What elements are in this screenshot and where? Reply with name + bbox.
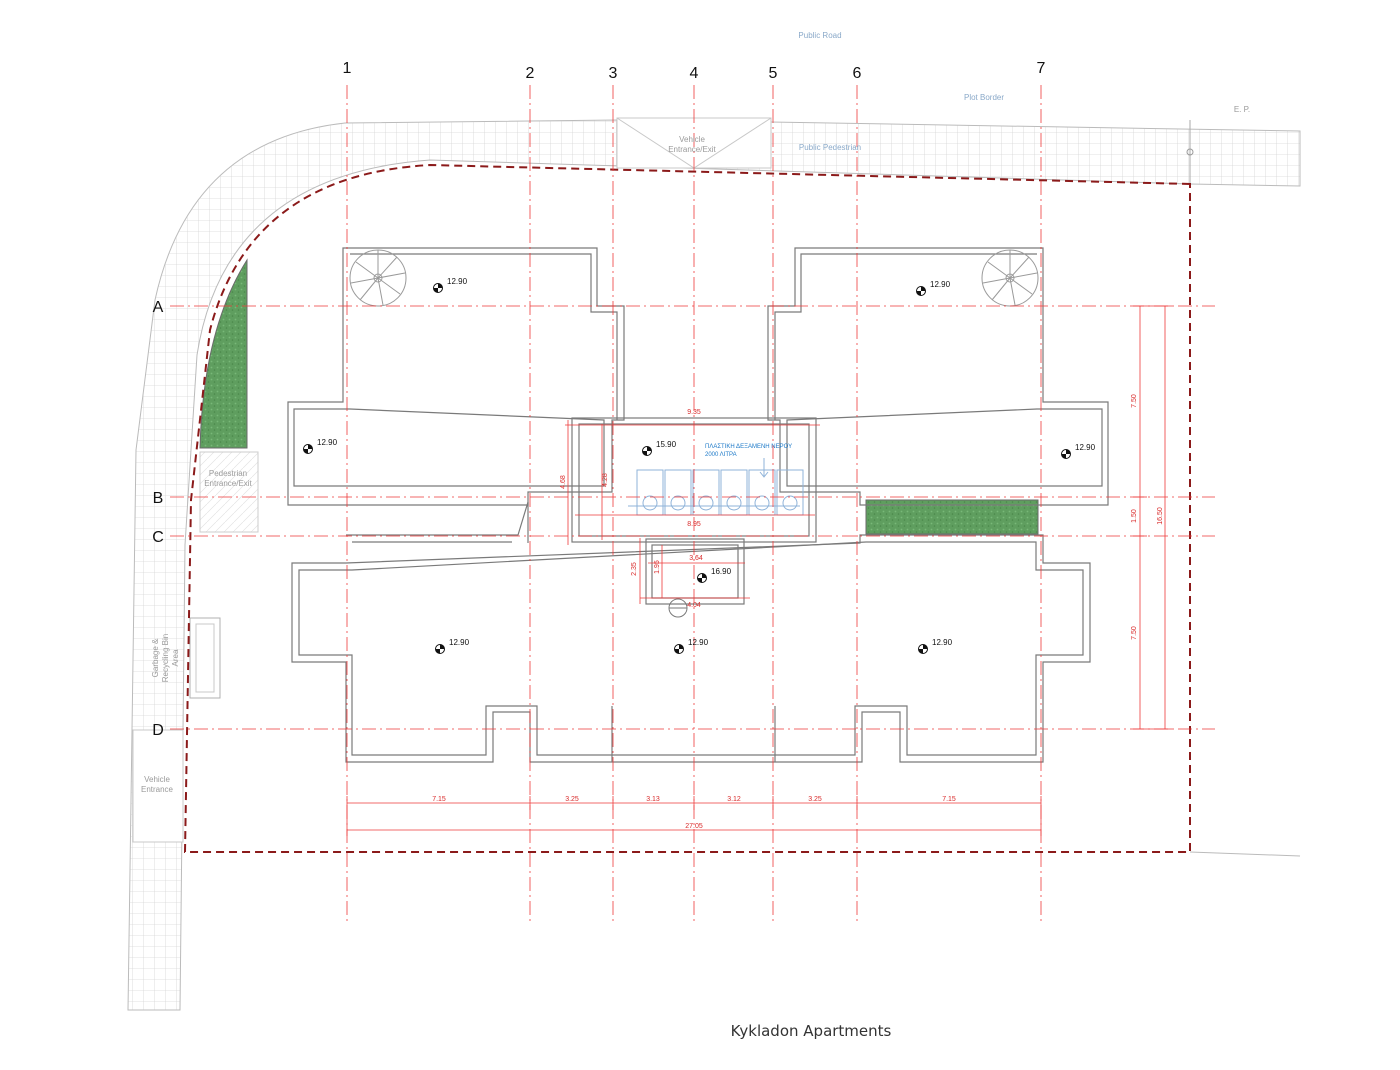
water-tank-note: ΠΛΑΣΤΙΚΗ ΔΕΞΑΜΕΝΗ ΝΕΡΟΥ 2000 ΛΙΤΡΑ bbox=[705, 444, 792, 458]
level-value: 15.90 bbox=[656, 440, 677, 449]
level-marker: 15.90 bbox=[642, 440, 677, 456]
plot-border-label: Plot Border bbox=[964, 93, 1004, 102]
dim-right-span: 1.50 bbox=[1131, 509, 1138, 523]
green-bed-east bbox=[865, 499, 1039, 535]
level-value: 12.90 bbox=[932, 638, 953, 647]
spiral-stair-west bbox=[349, 249, 407, 307]
vehicle-entrance-line2: Entrance bbox=[141, 785, 174, 794]
drawing-title: Kykladon Apartments bbox=[730, 1022, 892, 1040]
dim-tank-inner-width: 8.95 bbox=[687, 521, 701, 528]
level-marker: 12.90 bbox=[433, 277, 468, 293]
dim-bottom-span: 3.13 bbox=[646, 796, 660, 803]
grid-row-c: C bbox=[152, 529, 164, 546]
dim-tank-height: 4.68 bbox=[560, 475, 567, 489]
level-value: 12.90 bbox=[930, 280, 951, 289]
dimension-lines bbox=[346, 305, 1172, 836]
grid-col-6: 6 bbox=[853, 65, 862, 82]
level-marker: 16.90 bbox=[697, 567, 732, 583]
spiral-stair-east bbox=[981, 249, 1039, 307]
dim-bottom-span: 3.25 bbox=[808, 796, 822, 803]
public-road-label: Public Road bbox=[798, 31, 841, 40]
level-value: 12.90 bbox=[317, 438, 338, 447]
level-value: 12.90 bbox=[1075, 443, 1096, 452]
public-pedestrian-label: Public Pedestrian bbox=[799, 143, 861, 152]
pedestrian-entrance-line1: Pedestrian bbox=[209, 469, 247, 478]
grid-col-5: 5 bbox=[769, 65, 778, 82]
pedestrian-entrance-line2: Entrance/Exit bbox=[204, 479, 252, 488]
dim-tank-width: 9.35 bbox=[687, 409, 701, 416]
water-tanks bbox=[628, 458, 804, 516]
dim-bottom-span: 3.12 bbox=[727, 796, 741, 803]
stair-hatch bbox=[668, 598, 688, 618]
site-annotations: Public Road Plot Border Public Pedestria… bbox=[141, 31, 1250, 794]
grid-col-1: 1 bbox=[343, 60, 352, 77]
dim-bottom-total: 27.05 bbox=[685, 823, 703, 830]
grid-row-d: D bbox=[152, 722, 164, 739]
dim-stair-width: 3.64 bbox=[689, 555, 703, 562]
dim-right-span: 7.50 bbox=[1131, 626, 1138, 640]
dim-bottom-span: 3.25 bbox=[565, 796, 579, 803]
water-tank-note-line1: ΠΛΑΣΤΙΚΗ ΔΕΞΑΜΕΝΗ ΝΕΡΟΥ bbox=[705, 444, 792, 450]
vehicle-entrance-exit-line2: Entrance/Exit bbox=[668, 145, 716, 154]
grid-labels: 1 2 3 4 5 6 7 A B C D bbox=[152, 60, 1045, 739]
level-marker: 12.90 bbox=[918, 638, 953, 654]
building-walls bbox=[287, 247, 1109, 763]
level-marker: 12.90 bbox=[674, 638, 709, 654]
paved-sidewalk bbox=[127, 117, 1301, 1011]
green-bed-west bbox=[199, 258, 248, 449]
dim-stair-outer-width: 4.04 bbox=[687, 602, 701, 609]
level-value: 12.90 bbox=[688, 638, 709, 647]
level-marker: 12.90 bbox=[1061, 443, 1096, 459]
garbage-area-line3: Area bbox=[171, 649, 180, 666]
garbage-area-line2: Recycling Bin bbox=[161, 634, 170, 682]
dim-stair-height: 2.35 bbox=[631, 562, 638, 576]
structural-grid bbox=[170, 85, 1215, 922]
grid-col-7: 7 bbox=[1037, 60, 1046, 77]
dimension-values: 7.15 3.25 3.13 3.12 3.25 7.15 27.05 9.35… bbox=[432, 394, 1164, 830]
level-value: 16.90 bbox=[711, 567, 732, 576]
plot-boundary bbox=[183, 163, 1191, 853]
level-marker: 12.90 bbox=[916, 280, 951, 296]
ep-label: E. P. bbox=[1234, 105, 1250, 114]
water-tank-note-line2: 2000 ΛΙΤΡΑ bbox=[705, 452, 737, 458]
grid-col-2: 2 bbox=[526, 65, 535, 82]
dim-right-span: 7.50 bbox=[1131, 394, 1138, 408]
dim-right-total: 16.50 bbox=[1157, 507, 1164, 525]
vehicle-entrance-line1: Vehicle bbox=[144, 775, 170, 784]
grid-col-4: 4 bbox=[690, 65, 699, 82]
dim-bottom-span: 7.15 bbox=[432, 796, 446, 803]
level-markers: 12.90 12.90 12.90 12.90 15.90 16.90 12.9… bbox=[303, 277, 1096, 654]
dim-stair-inner-height: 1.95 bbox=[654, 560, 661, 574]
level-marker: 12.90 bbox=[303, 438, 338, 454]
level-marker: 12.90 bbox=[435, 638, 470, 654]
level-value: 12.90 bbox=[449, 638, 470, 647]
vehicle-entrance-exit-line1: Vehicle bbox=[679, 135, 705, 144]
dim-bottom-span: 7.15 bbox=[942, 796, 956, 803]
grid-row-b: B bbox=[153, 490, 164, 507]
garbage-area-line1: Garbage & bbox=[151, 638, 160, 677]
level-value: 12.90 bbox=[447, 277, 468, 286]
grid-row-a: A bbox=[153, 299, 164, 316]
grid-col-3: 3 bbox=[609, 65, 618, 82]
dim-tank-inner-height: 4.28 bbox=[602, 473, 609, 487]
